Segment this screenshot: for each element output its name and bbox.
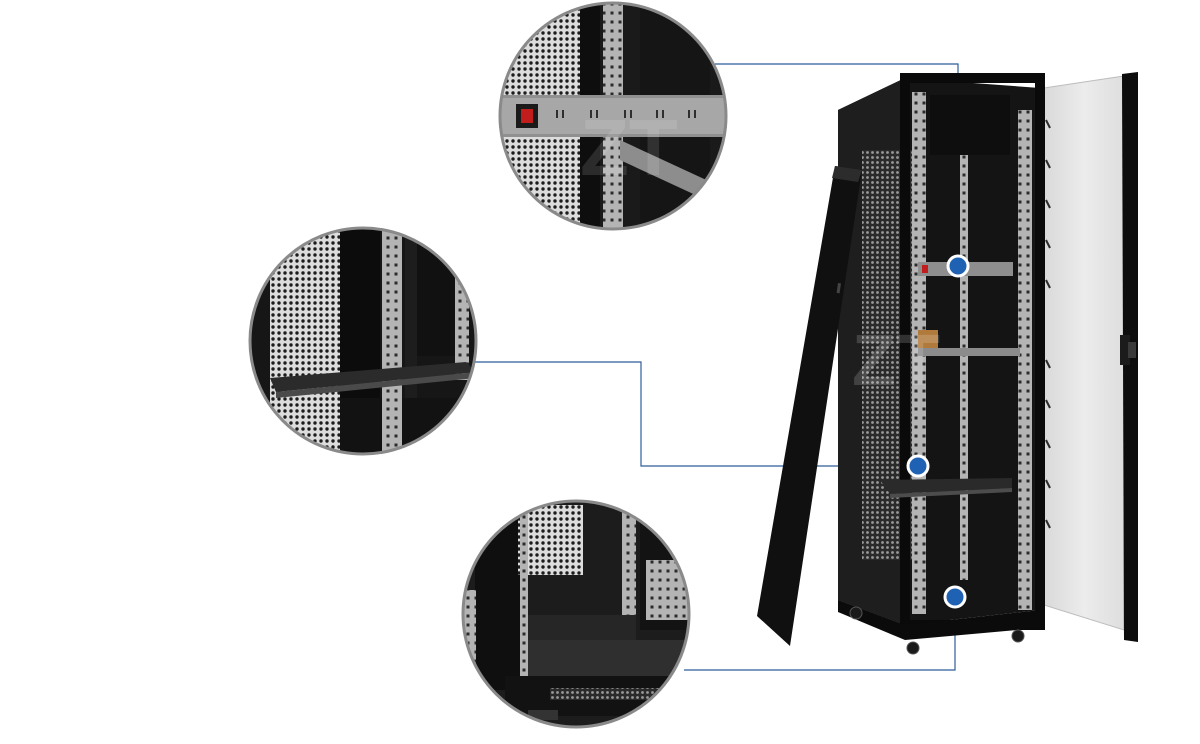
callout-line-shelf	[474, 361, 918, 467]
glass-door	[1043, 72, 1138, 642]
server-cabinet: ZT	[838, 72, 1138, 655]
hotspot-base[interactable]	[943, 585, 967, 609]
side-panel	[757, 166, 862, 646]
detail-circle-shelf	[248, 226, 478, 456]
cabinet-watermark-text: ZT	[852, 321, 940, 401]
hotspot-shelf[interactable]	[906, 454, 930, 478]
door-handle-icon	[1120, 335, 1130, 365]
watermark-text: ZT	[580, 103, 678, 192]
detail-circle-base	[461, 499, 691, 729]
caster-wheel-icon	[849, 606, 1025, 655]
hotspot-pdu[interactable]	[946, 254, 970, 278]
detail-circle-pdu: ZT	[498, 1, 728, 231]
